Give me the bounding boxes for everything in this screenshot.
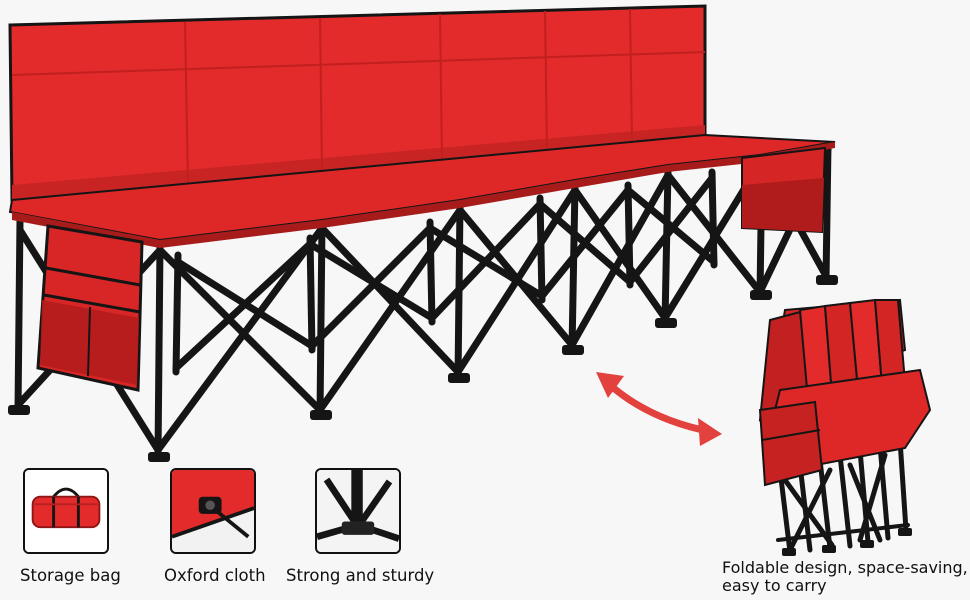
sturdy-frame-icon	[317, 470, 399, 552]
oxford-cloth-caption: Oxford cloth	[164, 566, 266, 585]
oxford-cloth-thumbnail	[170, 468, 256, 554]
storage-bag-caption: Storage bag	[20, 566, 121, 585]
foldable-caption-line2: easy to carry	[722, 576, 827, 595]
bench-frame	[14, 141, 832, 459]
bench-fabric	[8, 4, 836, 248]
bench-feet	[8, 275, 838, 462]
sturdy-caption: Strong and sturdy	[286, 566, 435, 585]
fold-arrow-icon	[596, 372, 722, 446]
foldable-caption: Foldable design, space-saving, easy to c…	[722, 558, 968, 595]
side-pocket-left	[36, 224, 144, 392]
storage-bag-icon	[25, 470, 107, 552]
foldable-caption-line1: Foldable design, space-saving,	[722, 558, 968, 577]
storage-bag-thumbnail	[23, 468, 109, 554]
side-pocket-right	[741, 146, 827, 234]
folded-bench	[758, 298, 932, 556]
oxford-cloth-icon	[172, 470, 254, 552]
sturdy-frame-thumbnail	[315, 468, 401, 554]
